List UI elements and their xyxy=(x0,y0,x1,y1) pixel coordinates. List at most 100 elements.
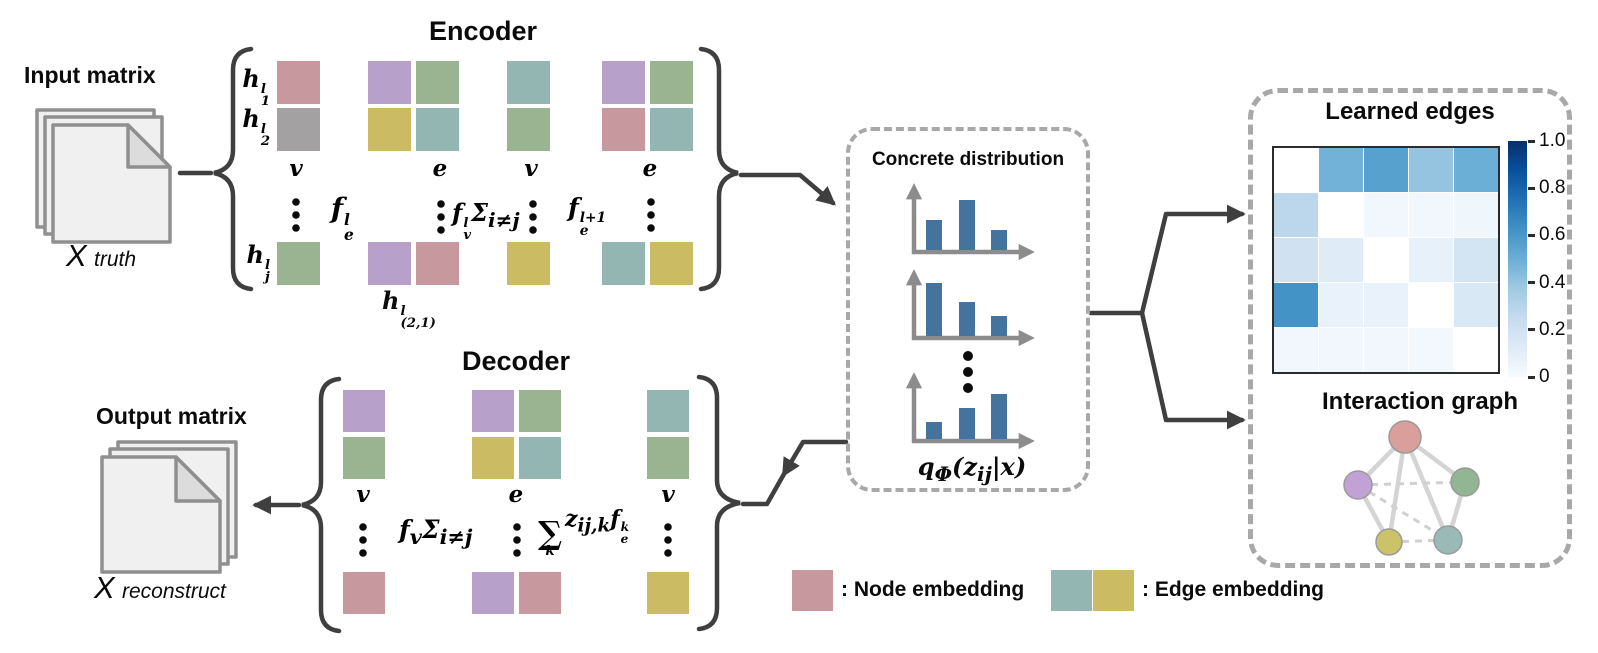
ellipsis-dot xyxy=(513,549,521,557)
ellipsis-dot xyxy=(437,200,445,208)
heatmap-cell-4-1 xyxy=(1319,328,1363,372)
node-pink xyxy=(1388,420,1422,454)
heatmap-cell-1-3 xyxy=(1409,193,1453,237)
decoder-embedding-square xyxy=(472,437,514,479)
heatmap-cell-4-4 xyxy=(1454,328,1498,372)
encoder-embedding-square xyxy=(277,242,320,285)
decoder-embedding-square xyxy=(519,572,561,614)
concrete-distribution-title: Concrete distribution xyxy=(871,149,1065,170)
heatmap-cell-3-3 xyxy=(1409,283,1453,327)
heatmap-cell-1-2 xyxy=(1364,193,1408,237)
ellipsis-dot xyxy=(647,211,655,219)
encoder-embedding-square xyxy=(416,61,459,104)
legend-edge-embedding-label: : Edge embedding xyxy=(1142,578,1325,601)
decoder-embedding-square xyxy=(519,437,561,479)
colorbar-tick-label: 0.8 xyxy=(1539,177,1566,199)
ellipsis-dot xyxy=(963,351,973,361)
legend-edge-embedding-swatch-teal xyxy=(1051,570,1092,611)
colorbar-tick xyxy=(1528,375,1535,379)
ellipsis-dot xyxy=(664,536,672,544)
graph-edge-dashed xyxy=(1357,480,1466,487)
encoder-embedding-square xyxy=(507,108,550,151)
bar xyxy=(959,200,975,250)
bar xyxy=(991,394,1007,439)
graph-edge-dashed xyxy=(1388,538,1449,544)
graph-edge-solid xyxy=(1386,436,1408,543)
decoder-fn-label: fvΣi≠j xyxy=(399,515,473,549)
encoder-flow-label: e xyxy=(432,155,448,182)
encoder-brace-right xyxy=(698,46,739,292)
learned-edges-title: Learned edges xyxy=(1325,98,1495,125)
input-page-fold xyxy=(126,123,172,169)
decoder-embedding-square xyxy=(647,572,689,614)
ellipsis-dot xyxy=(529,213,537,221)
colorbar-tick xyxy=(1528,139,1535,143)
encoder-flow-label: v xyxy=(524,155,538,182)
decoder-flow-label: e xyxy=(508,481,524,508)
ellipsis-dot xyxy=(359,536,367,544)
ellipsis-dot xyxy=(647,198,655,206)
decoder-flow-label: v xyxy=(356,481,370,508)
interaction-graph-title: Interaction graph xyxy=(1321,388,1519,415)
encoder-to-concrete-arrow xyxy=(738,172,836,206)
colorbar-tick-label: 0.4 xyxy=(1539,271,1566,293)
bar xyxy=(926,422,942,439)
node-yellow xyxy=(1375,528,1403,556)
concrete-to-decoder-arrow xyxy=(781,439,849,478)
graph-edge-solid xyxy=(1402,436,1451,541)
ellipsis-dot xyxy=(647,224,655,232)
heatmap-cell-2-4 xyxy=(1454,238,1498,282)
encoder-flow-label: v xyxy=(289,155,303,182)
heatmap-cell-3-2 xyxy=(1364,283,1408,327)
ellipsis-dot xyxy=(292,198,300,206)
heatmap-cell-4-0 xyxy=(1274,328,1318,372)
legend-node-embedding-label: : Node embedding xyxy=(841,578,1025,601)
heatmap-cell-0-2 xyxy=(1364,148,1408,192)
bar xyxy=(926,283,942,336)
heatmap-cell-3-4 xyxy=(1454,283,1498,327)
encoder-embedding-square xyxy=(416,242,459,285)
x-truth-label: X truth xyxy=(66,238,136,274)
encoder-embedding-square xyxy=(602,242,645,285)
ellipsis-dot xyxy=(529,226,537,234)
decoder-embedding-square xyxy=(647,390,689,432)
decoder-embedding-square xyxy=(343,390,385,432)
concrete-to-learned-edges-arrow xyxy=(1139,204,1246,316)
heatmap-cell-2-0 xyxy=(1274,238,1318,282)
decoder-flow-label: v xyxy=(661,481,675,508)
encoder-flow-label: e xyxy=(642,155,658,182)
decoder-embedding-square xyxy=(647,437,689,479)
concrete-formula: qΦ(zij|x) xyxy=(917,452,1027,486)
bar xyxy=(926,220,942,250)
encoder-embedding-square xyxy=(416,108,459,151)
heatmap-cell-1-1 xyxy=(1319,193,1363,237)
encoder-embedding-square xyxy=(650,242,693,285)
output-matrix-title: Output matrix xyxy=(96,403,247,429)
decoder-brace-left xyxy=(301,376,342,634)
ellipsis-dot xyxy=(664,549,672,557)
ellipsis-dot xyxy=(513,536,521,544)
heatmap-cell-0-0 xyxy=(1274,148,1318,192)
ellipsis-dot xyxy=(513,523,521,531)
ellipsis-dot xyxy=(963,367,973,377)
heatmap-cell-0-4 xyxy=(1454,148,1498,192)
concrete-to-interaction-graph-arrow xyxy=(1139,310,1246,430)
decoder-embedding-square xyxy=(472,390,514,432)
decoder-embedding-square xyxy=(519,390,561,432)
heatmap-cell-1-0 xyxy=(1274,193,1318,237)
encoder-embedding-square xyxy=(368,242,411,285)
latent-output-box xyxy=(1248,88,1572,568)
encoder-embedding-square xyxy=(368,108,411,151)
x-reconstruct-x: X xyxy=(94,570,115,605)
bar xyxy=(991,316,1007,336)
ellipsis-dot xyxy=(359,549,367,557)
encoder-embedding-square xyxy=(368,61,411,104)
heatmap-cell-4-3 xyxy=(1409,328,1453,372)
heatmap-cell-2-3 xyxy=(1409,238,1453,282)
bar xyxy=(959,302,975,336)
